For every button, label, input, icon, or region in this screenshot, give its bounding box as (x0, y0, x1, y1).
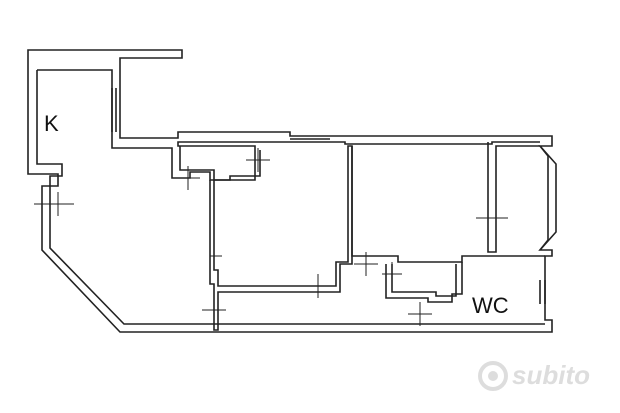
outer-wall (27, 49, 557, 333)
bedroom-2-wall (351, 146, 545, 263)
bedroom-1-wall (209, 145, 353, 331)
kitchen-inner (36, 70, 545, 325)
walls (27, 49, 557, 333)
watermark: subito (478, 360, 590, 391)
outer-wall-inner (37, 69, 540, 181)
subito-logo-icon (478, 360, 508, 391)
closet-wall (385, 262, 463, 303)
room-label-kitchen: K (44, 111, 59, 136)
living-right-wall (487, 142, 540, 253)
watermark-text: subito (512, 360, 590, 390)
bay-window (539, 145, 549, 251)
corridor-box (179, 146, 261, 181)
door-marks (34, 148, 508, 326)
room-label-wc: WC (472, 293, 509, 318)
